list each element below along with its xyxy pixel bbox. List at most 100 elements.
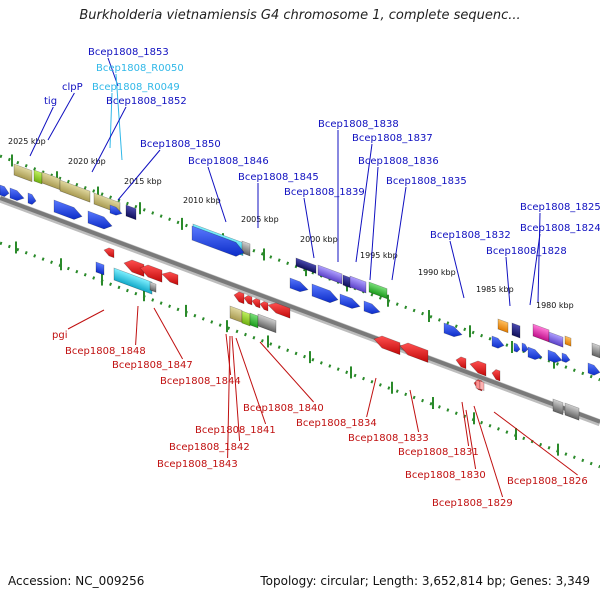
gene-cog-box bbox=[368, 281, 388, 300]
gene-label-bcep1808-1844: Bcep1808_1844 bbox=[160, 376, 241, 387]
gene-label-bcep1808-1840: Bcep1808_1840 bbox=[243, 403, 324, 414]
accession-text: Accession: NC_009256 bbox=[8, 574, 145, 588]
leader-line bbox=[231, 335, 241, 442]
gene-label-bcep1808-1837: Bcep1808_1837 bbox=[352, 133, 433, 144]
leader-line bbox=[355, 143, 373, 263]
leader-line bbox=[235, 337, 267, 425]
gene-label-bcep1808-1842: Bcep1808_1842 bbox=[169, 442, 250, 453]
gene-cog-box bbox=[349, 275, 367, 294]
gene-label-bcep1808-1824: Bcep1808_1824 bbox=[520, 223, 600, 234]
gene-label-bcep1808-1831: Bcep1808_1831 bbox=[398, 447, 479, 458]
leader-line bbox=[366, 377, 377, 418]
reverse-gene-arrow bbox=[267, 302, 291, 319]
forward-gene-arrow bbox=[513, 342, 521, 353]
gene-cog-box bbox=[295, 257, 317, 274]
kbp-label: 1980 kbp bbox=[536, 301, 574, 310]
map-title: Burkholderia vietnamiensis G4 chromosome… bbox=[79, 8, 521, 23]
gene-cog-box bbox=[564, 402, 580, 421]
leader-line bbox=[529, 233, 541, 306]
gene-label-pgi: pgi bbox=[52, 330, 67, 341]
gene-label-tig: tig bbox=[44, 96, 57, 107]
leader-line bbox=[91, 106, 127, 173]
gene-label-bcep1808-1832: Bcep1808_1832 bbox=[430, 230, 511, 241]
forward-gene-arrow bbox=[339, 293, 361, 309]
gene-cog-box bbox=[241, 240, 251, 257]
gene-label-bcep1808-1829: Bcep1808_1829 bbox=[432, 498, 513, 509]
forward-gene-arrow bbox=[587, 362, 600, 376]
leader-line bbox=[391, 186, 407, 281]
gene-label-bcep1808-1838: Bcep1808_1838 bbox=[318, 119, 399, 130]
forward-gene-arrow bbox=[491, 335, 505, 349]
kbp-label: 2000 kbp bbox=[300, 235, 338, 244]
rna-gene-box bbox=[475, 379, 481, 390]
leader-line bbox=[461, 401, 470, 447]
leader-line bbox=[473, 405, 504, 498]
gene-label-bcep1808-1853: Bcep1808_1853 bbox=[88, 47, 169, 58]
forward-gene-arrow bbox=[547, 349, 563, 363]
gene-label-bcep1808-1836: Bcep1808_1836 bbox=[358, 156, 439, 167]
gene-label-bcep1808-1830: Bcep1808_1830 bbox=[405, 470, 486, 481]
kbp-label: 1990 kbp bbox=[418, 268, 456, 277]
reverse-gene-arrow bbox=[103, 247, 115, 259]
gene-label-bcep1808-1839: Bcep1808_1839 bbox=[284, 187, 365, 198]
leader-line bbox=[227, 335, 231, 459]
gene-cog-box bbox=[241, 310, 251, 327]
leader-line bbox=[115, 73, 123, 161]
gene-cog-box bbox=[257, 313, 277, 334]
reverse-gene-arrow bbox=[139, 264, 163, 283]
kbp-label: 2005 kbp bbox=[241, 215, 279, 224]
gene-label-bcep1808-1833: Bcep1808_1833 bbox=[348, 433, 429, 444]
forward-gene-arrow bbox=[443, 322, 463, 338]
leader-line bbox=[47, 92, 75, 141]
reverse-gene-arrow bbox=[243, 295, 253, 306]
gene-cog-box bbox=[249, 312, 259, 329]
leader-line bbox=[303, 197, 315, 259]
gene-label-bcep1808-1826: Bcep1808_1826 bbox=[507, 476, 588, 487]
reverse-gene-arrow bbox=[259, 301, 269, 312]
forward-gene-arrow bbox=[87, 210, 113, 230]
gene-label-bcep1808-1845: Bcep1808_1845 bbox=[238, 172, 319, 183]
leader-line bbox=[449, 240, 465, 299]
gene-label-bcep1808-1848: Bcep1808_1848 bbox=[65, 346, 146, 357]
gene-cog-box bbox=[511, 322, 521, 339]
gene-label-bcep1808-1825: Bcep1808_1825 bbox=[520, 202, 600, 213]
gene-cog-box bbox=[552, 398, 564, 416]
gene-label-bcep1808-1850: Bcep1808_1850 bbox=[140, 139, 221, 150]
gene-label-bcep1808-r0050: Bcep1808_R0050 bbox=[96, 63, 184, 74]
reverse-gene-arrow bbox=[455, 356, 467, 370]
gene-cog-box bbox=[95, 261, 105, 276]
leader-line bbox=[493, 411, 578, 476]
leader-line bbox=[505, 256, 511, 307]
gene-cog-box bbox=[13, 163, 33, 183]
gene-label-bcep1808-1841: Bcep1808_1841 bbox=[195, 425, 276, 436]
gene-cog-box bbox=[229, 305, 243, 323]
reverse-gene-arrow bbox=[161, 271, 179, 286]
leader-line bbox=[465, 409, 477, 470]
gene-label-bcep1808-1852: Bcep1808_1852 bbox=[106, 96, 187, 107]
leader-line bbox=[67, 309, 105, 330]
gene-cog-box bbox=[497, 318, 509, 334]
gene-cog-box bbox=[532, 323, 550, 343]
kbp-label: 2015 kbp bbox=[124, 177, 162, 186]
leader-line bbox=[409, 389, 420, 433]
gene-cog-box bbox=[33, 169, 43, 185]
leader-line bbox=[207, 166, 227, 223]
leader-line bbox=[117, 149, 161, 201]
gene-label-bcep1808-1835: Bcep1808_1835 bbox=[386, 176, 467, 187]
reverse-gene-arrow bbox=[233, 291, 245, 305]
gene-cog-box bbox=[125, 204, 137, 221]
reverse-gene-arrow bbox=[251, 298, 261, 309]
kbp-label: 2020 kbp bbox=[68, 157, 106, 166]
forward-gene-arrow bbox=[521, 342, 529, 353]
leader-line bbox=[259, 341, 314, 403]
gene-cog-box bbox=[591, 342, 600, 359]
forward-gene-arrow bbox=[289, 277, 309, 293]
leader-line bbox=[153, 307, 184, 360]
kbp-label: 2025 kbp bbox=[8, 137, 46, 146]
gene-label-bcep1808-1834: Bcep1808_1834 bbox=[296, 418, 377, 429]
leader-line bbox=[135, 305, 139, 346]
gene-cog-box bbox=[548, 331, 564, 348]
gene-label-bcep1808-1843: Bcep1808_1843 bbox=[157, 459, 238, 470]
forward-gene-arrow bbox=[527, 346, 543, 360]
